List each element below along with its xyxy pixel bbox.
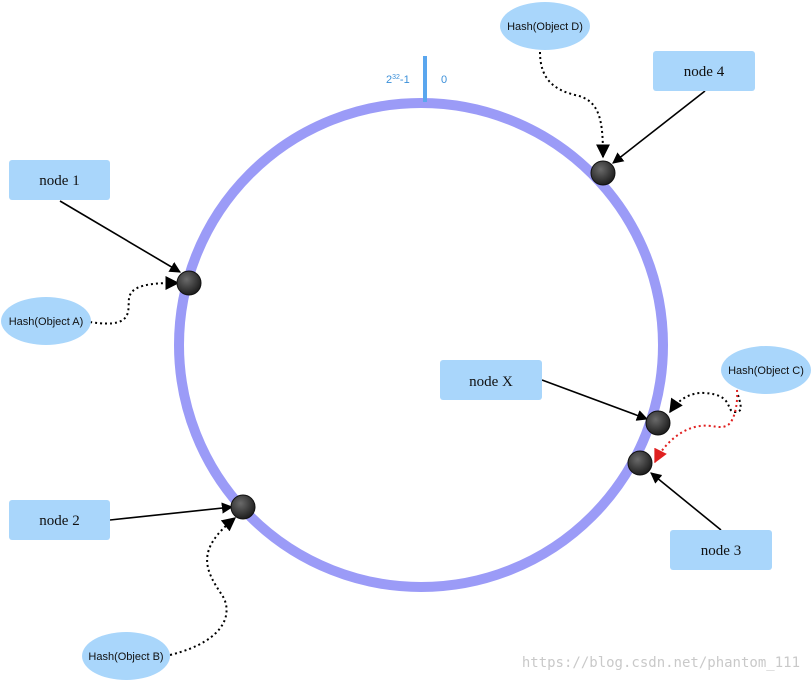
ring-marker-node2 — [230, 494, 256, 520]
arrow-objD — [539, 51, 610, 159]
ring-start-label: 0 — [441, 74, 447, 86]
arrow-node1 — [59, 200, 181, 273]
arrow-objB — [169, 517, 237, 656]
node-3-label: node 3 — [701, 543, 741, 559]
watermark: https://blog.csdn.net/phantom_111 — [522, 655, 800, 671]
object-d-label: Hash(Object D) — [507, 21, 583, 33]
object-b-ellipse: Hash(Object B) — [82, 632, 170, 680]
node-4-box: node 4 — [653, 51, 755, 91]
arrow-node2 — [109, 502, 234, 521]
ring-marker-node1 — [176, 270, 202, 296]
node-x-label: node X — [469, 374, 513, 390]
arrow-objA — [89, 276, 180, 325]
ring-marker-node3 — [627, 450, 653, 476]
object-a-label: Hash(Object A) — [9, 316, 84, 328]
node-3-box: node 3 — [670, 530, 772, 570]
ring-end-label: 232-1 — [386, 74, 410, 86]
node-2-label: node 2 — [39, 513, 79, 529]
node-1-label: node 1 — [39, 173, 79, 189]
object-a-ellipse: Hash(Object A) — [1, 297, 91, 345]
arrow-objC-rehash — [654, 389, 739, 464]
object-b-label: Hash(Object B) — [88, 651, 163, 663]
ring-marker-nodeX — [645, 410, 671, 436]
arrow-node3 — [650, 472, 722, 531]
node-x-box: node X — [440, 360, 542, 400]
object-c-ellipse: Hash(Object C) — [721, 346, 811, 394]
node-4-label: node 4 — [684, 64, 725, 80]
arrow-node4 — [612, 90, 706, 164]
object-c-label: Hash(Object C) — [728, 365, 804, 377]
hash-ring — [174, 98, 668, 592]
arrow-nodeX — [541, 379, 649, 421]
object-d-ellipse: Hash(Object D) — [500, 2, 590, 50]
arrow-objC — [669, 391, 742, 414]
ring-marker-node4 — [590, 160, 616, 186]
node-1-box: node 1 — [9, 160, 110, 200]
node-2-box: node 2 — [9, 500, 110, 540]
